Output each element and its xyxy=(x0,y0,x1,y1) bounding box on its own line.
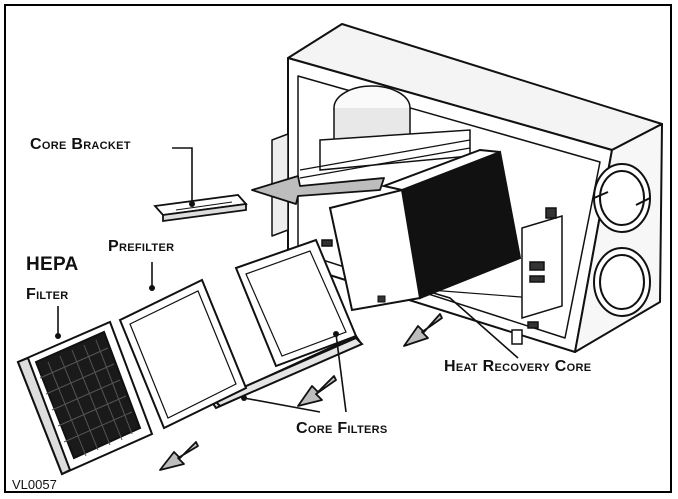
duct-collar-upper xyxy=(593,163,651,233)
removal-arrow-core xyxy=(403,313,443,347)
removal-arrow-core-filters xyxy=(297,375,337,407)
label-hepa: HEPA xyxy=(26,254,79,275)
label-prefilter: Prefilter xyxy=(108,238,175,255)
label-filter: Filter xyxy=(26,286,69,303)
label-core-filters: Core Filters xyxy=(296,420,388,437)
label-heat-recovery-core: Heat Recovery Core xyxy=(444,358,592,375)
leader-dots xyxy=(55,201,433,401)
leader-lines xyxy=(57,147,519,413)
prefilter-panel xyxy=(118,278,248,430)
heat-recovery-core xyxy=(328,148,522,312)
hepa-filter xyxy=(16,320,154,476)
core-filter-front xyxy=(212,336,364,408)
core-bracket xyxy=(153,194,248,223)
figure-code: VL0057 xyxy=(12,477,57,492)
label-core-bracket: Core Bracket xyxy=(30,136,131,153)
removal-arrow-hepa xyxy=(159,441,199,471)
duct-collar-lower xyxy=(593,247,651,317)
control-box xyxy=(521,207,563,320)
removal-arrow-bracket xyxy=(251,175,385,205)
